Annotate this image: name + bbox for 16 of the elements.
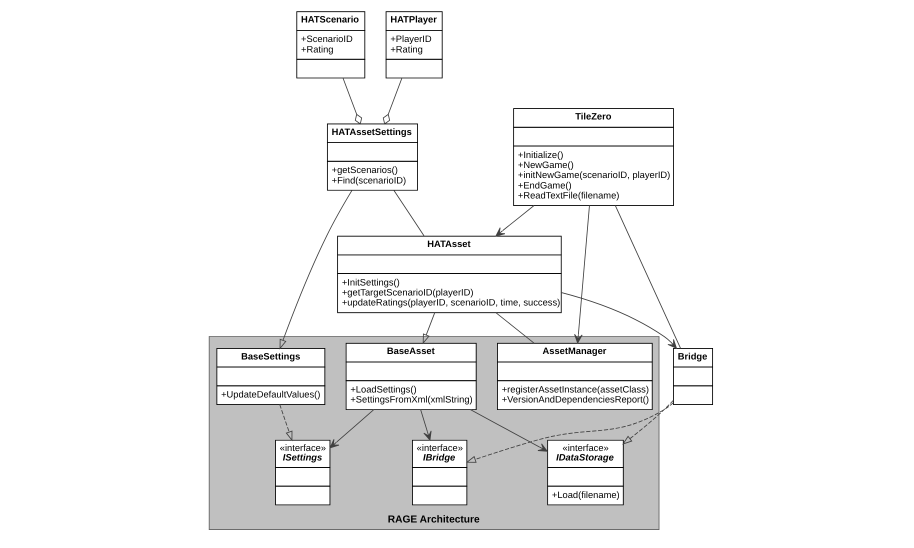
connector	[382, 78, 402, 125]
connector	[614, 205, 680, 349]
connector	[342, 78, 362, 125]
arrow	[622, 400, 674, 445]
arrow	[420, 409, 432, 441]
arrow	[422, 312, 435, 344]
arrow	[574, 205, 590, 344]
arrow	[494, 205, 534, 236]
arrow	[470, 409, 548, 452]
arrow	[279, 190, 352, 350]
connector	[495, 312, 534, 344]
arrow	[560, 292, 676, 349]
arrow	[465, 402, 674, 463]
arrow	[329, 409, 374, 448]
arrow	[278, 404, 292, 442]
connector	[393, 190, 424, 236]
